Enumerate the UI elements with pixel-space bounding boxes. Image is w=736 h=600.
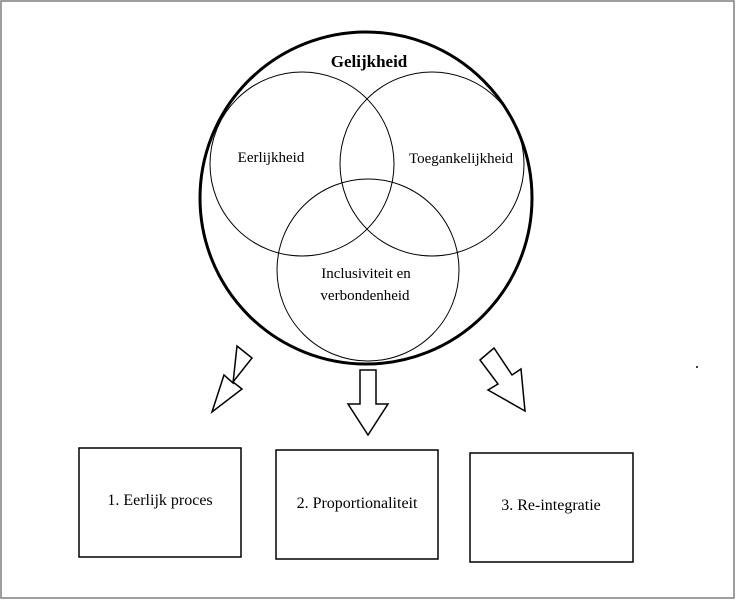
arrow-right-icon: [478, 346, 526, 413]
arrow-left-icon: [210, 344, 254, 415]
box-re-integratie-label: 3. Re-integratie: [501, 497, 601, 514]
box-re-integratie: [469, 452, 634, 563]
toegankelijkheid-label: Toegankelijkheid: [409, 151, 513, 167]
eerlijkheid-circle: [209, 71, 395, 257]
stray-dot: [696, 366, 698, 368]
inclusiviteit-label-line2: verbondenheid: [320, 288, 410, 304]
box-proportionaliteit: [275, 449, 439, 560]
arrow-down-icon: [346, 369, 390, 437]
gelijkheid-title: Gelijkheid: [331, 52, 408, 71]
gelijkheid-circle: [198, 30, 534, 366]
eerlijkheid-label: Eerlijkheid: [238, 150, 305, 166]
box-eerlijk-proces-label: 1. Eerlijk proces: [107, 492, 212, 509]
inclusiviteit-label-line1: Inclusiviteit en: [321, 266, 411, 282]
inclusiviteit-circle: [276, 178, 460, 362]
toegankelijkheid-circle: [339, 71, 525, 257]
box-proportionaliteit-label: 2. Proportionaliteit: [297, 495, 418, 512]
box-eerlijk-proces: [78, 447, 242, 558]
